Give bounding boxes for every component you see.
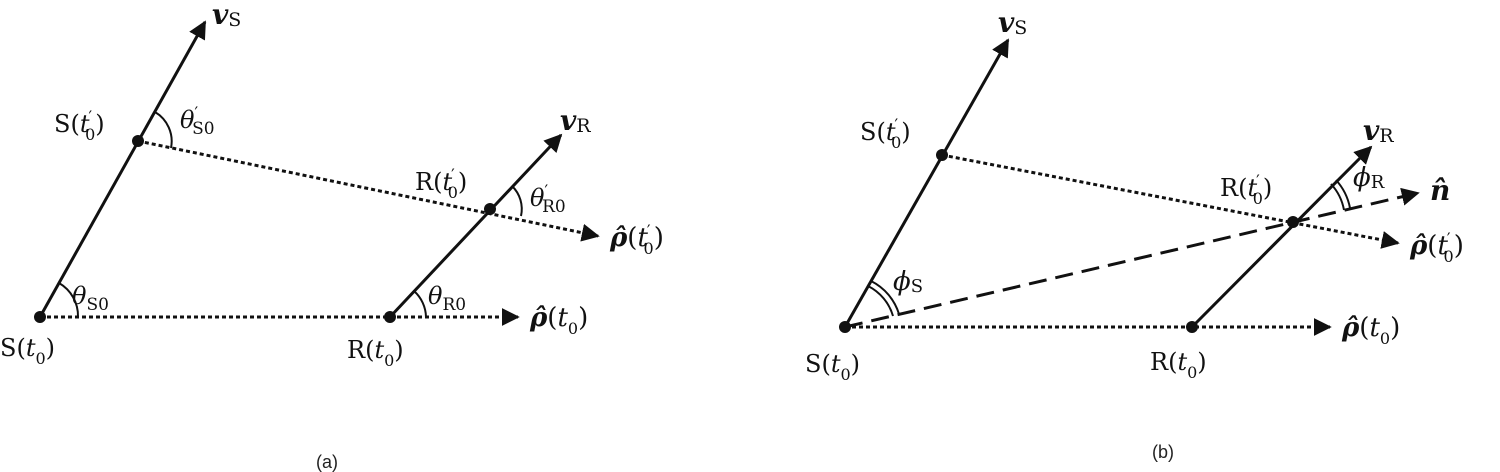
- theta-S0-arc: [58, 282, 80, 318]
- point-S-t0p: [936, 149, 948, 161]
- label-phi-R: ϕR: [1353, 163, 1385, 193]
- label-S-t0: S(t0): [805, 350, 860, 384]
- label-R-t0p: R(t′0): [1220, 171, 1272, 208]
- panel-b: vS S(t′0) ϕS S(t0) vR R(t′0) ϕR n̂ ρ̂(t′…: [805, 6, 1464, 462]
- point-R-t0: [384, 311, 396, 323]
- panel-a: vS S(t′0) θ′S0 θS0 S(t0) vR R(t′0) θ′R0 …: [0, 0, 664, 472]
- theta-R0-arc: [413, 290, 427, 318]
- label-vS: vS: [212, 0, 241, 31]
- n-hat-dashed-line: [844, 187, 1420, 329]
- phi-R-arc-outer: [1335, 179, 1351, 209]
- vR-arrow: [388, 133, 563, 319]
- point-R-t0p: [484, 203, 496, 215]
- point-R-t0p: [1287, 216, 1299, 228]
- label-theta-S0p: θ′S0: [180, 103, 215, 139]
- label-theta-S0: θS0: [72, 282, 109, 315]
- vS-arrow: [843, 38, 1010, 328]
- vR-arrow: [1190, 145, 1373, 329]
- label-theta-R0p: θ′R0: [530, 181, 566, 217]
- vS-arrow: [38, 20, 207, 318]
- label-S-t0p: S(t′0): [860, 115, 911, 152]
- label-vR: vR: [1363, 114, 1394, 147]
- point-S-t0: [839, 321, 851, 333]
- label-S-t0: S(t0): [0, 334, 55, 368]
- label-R-t0p: R(t′0): [415, 165, 467, 202]
- phi-R-arc-inner: [1330, 183, 1345, 211]
- label-phi-S: ϕS: [893, 267, 923, 297]
- label-rho-t0p: ρ̂(t′0): [1409, 229, 1464, 266]
- point-S-t0p: [132, 135, 144, 147]
- label-vS: vS: [998, 6, 1027, 39]
- theta-S0p-arc: [154, 111, 173, 149]
- label-R-t0: R(t0): [347, 336, 404, 370]
- theta-R0p-arc: [511, 185, 523, 217]
- caption-a: (a): [316, 452, 338, 472]
- label-n-hat: n̂: [1430, 174, 1450, 207]
- caption-b: (b): [1152, 442, 1174, 462]
- label-theta-R0: θR0: [428, 282, 466, 315]
- label-R-t0: R(t0): [1150, 348, 1207, 382]
- phi-S-arc-inner: [867, 285, 894, 317]
- rho-t0p-dotted-line: [137, 139, 600, 242]
- label-vR: vR: [560, 104, 591, 137]
- point-R-t0: [1186, 321, 1198, 333]
- label-rho-t0: ρ̂(t0): [529, 303, 588, 338]
- rho-t0p-dotted-line: [941, 153, 1400, 249]
- phi-S-arc-outer: [870, 280, 900, 315]
- label-rho-t0p: ρ̂(t′0): [609, 221, 664, 258]
- label-rho-t0: ρ̂(t0): [1341, 313, 1400, 348]
- point-S-t0: [34, 311, 46, 323]
- label-S-t0p: S(t′0): [54, 107, 105, 144]
